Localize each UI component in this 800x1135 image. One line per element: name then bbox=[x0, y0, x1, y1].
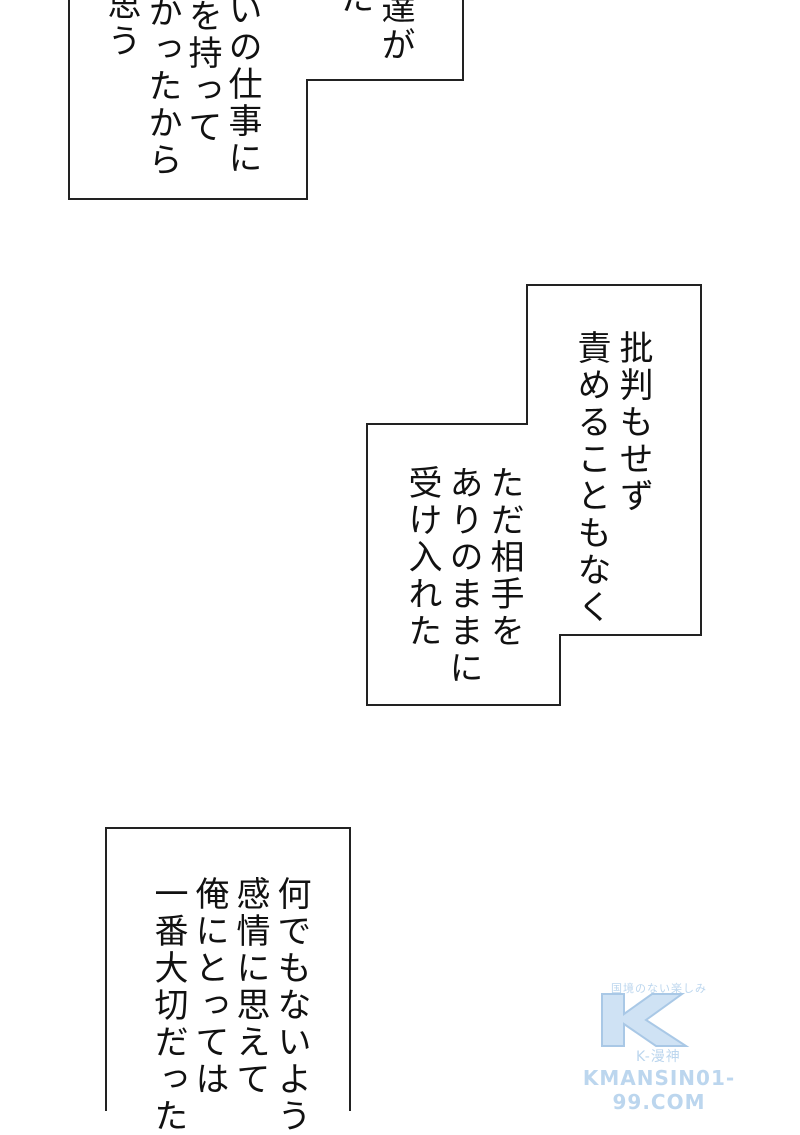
watermark: 国境のない楽しみ K-漫神 KMANSIN01-99.COM bbox=[544, 980, 774, 1114]
panel-2-column-4: ありのままに bbox=[443, 465, 483, 687]
panel-1-column-5: かったから bbox=[142, 0, 182, 179]
watermark-url: KMANSIN01-99.COM bbox=[582, 1066, 736, 1114]
panel-2-column-5: 受け入れた bbox=[402, 465, 442, 650]
panel-3-column-2: 感情に思えて bbox=[230, 876, 270, 1098]
panel-1-border bbox=[68, 0, 464, 200]
watermark-sub: K-漫神 bbox=[636, 1049, 681, 1065]
watermark-tagline: 国境のない楽しみ bbox=[611, 982, 707, 995]
panel-2-column-3: ただ相手を bbox=[484, 465, 524, 650]
panel-3-column-3: 俺にとっては bbox=[189, 876, 229, 1098]
panel-2-column-1: 批判もせず bbox=[613, 330, 653, 515]
panel-1-column-2: た bbox=[334, 0, 374, 17]
panel-3-border bbox=[105, 827, 351, 1111]
panel-3-column-1: 何でもないよう bbox=[271, 876, 311, 1135]
speech-box-outlines bbox=[68, 0, 702, 1111]
panel-1-column-1: 達が bbox=[375, 0, 415, 64]
panel-3-column-4: 一番大切だった bbox=[148, 876, 188, 1135]
panel-2-column-2: 責めることもなく bbox=[571, 330, 611, 626]
k-logo-icon bbox=[601, 993, 690, 1047]
panel-2-border bbox=[366, 284, 702, 706]
panel-1-column-3: いの仕事に bbox=[222, 0, 262, 177]
panel-1-column-4: を持って bbox=[182, 0, 222, 146]
panel-1-column-6: 思う bbox=[101, 0, 141, 60]
